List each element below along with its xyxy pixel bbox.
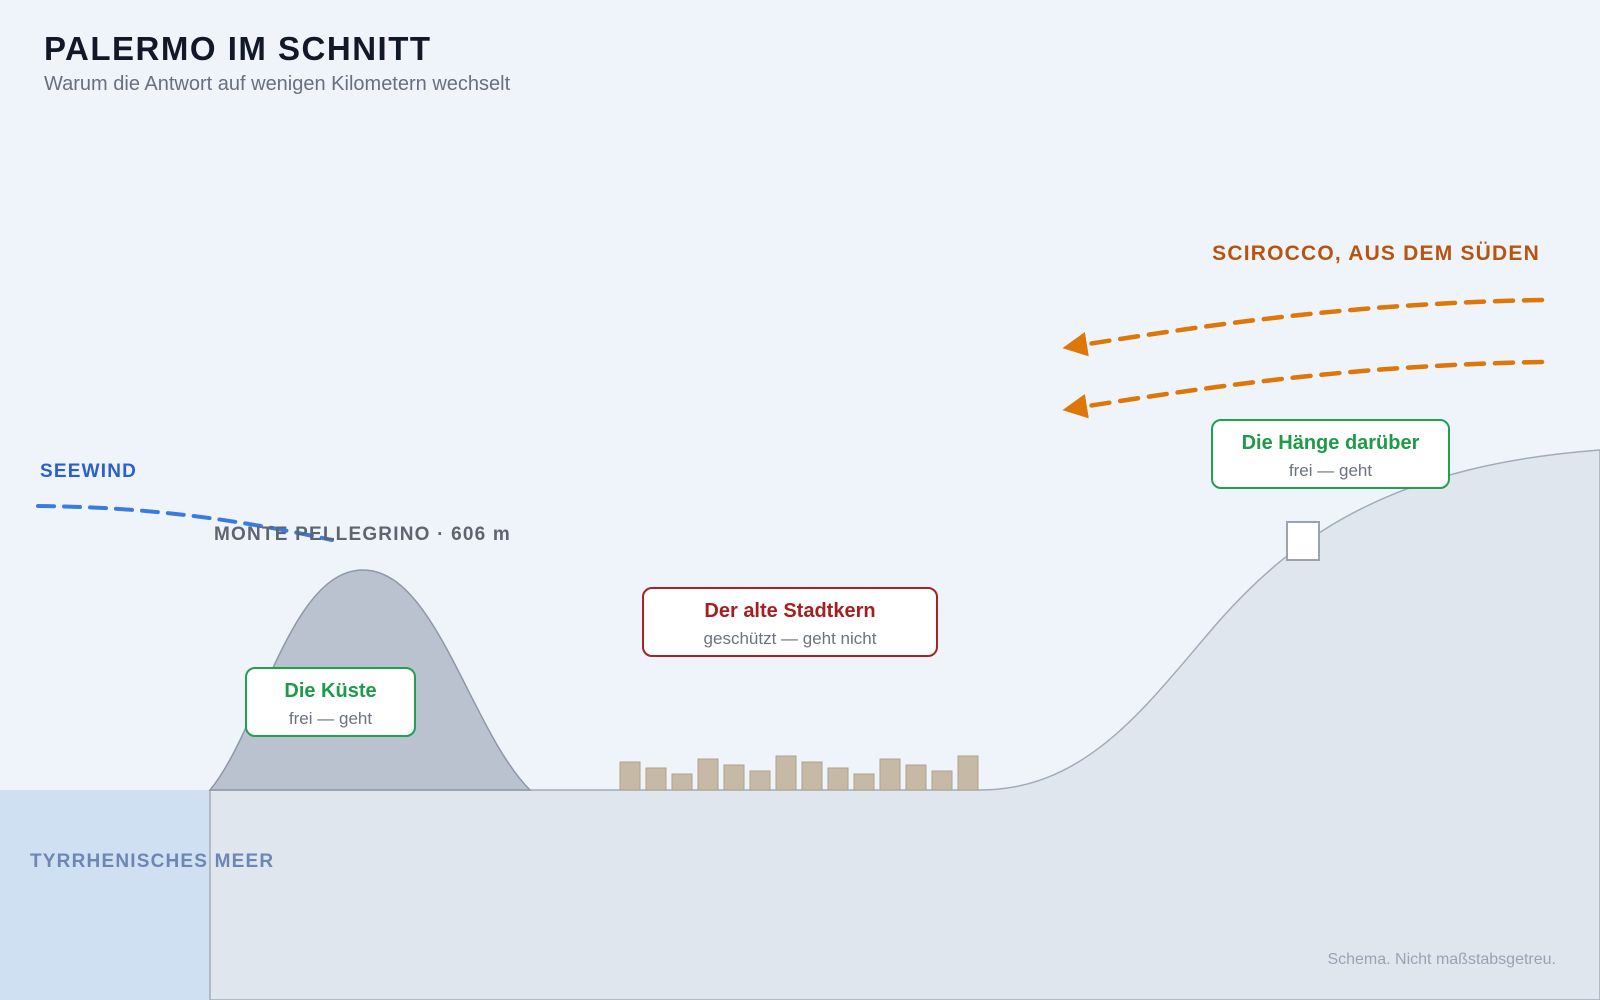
sirocco-arrow-lower xyxy=(1062,359,1545,419)
building xyxy=(749,770,771,791)
building xyxy=(931,770,953,791)
hillside-house xyxy=(1286,521,1320,561)
zone-status: frei — geht xyxy=(1288,461,1373,480)
zone-card-coast: Die Küste frei — geht xyxy=(245,667,416,737)
zone-status: frei — geht xyxy=(288,709,373,728)
sirocco-label: SCIROCCO, AUS DEM SÜDEN xyxy=(1212,242,1540,265)
page-title: PALERMO IM SCHNITT xyxy=(44,30,432,67)
building xyxy=(619,761,641,791)
page-subtitle: Warum die Antwort auf wenigen Kilometern… xyxy=(44,73,511,95)
building xyxy=(801,761,823,791)
building xyxy=(905,764,927,791)
building xyxy=(957,755,979,791)
building xyxy=(645,767,667,791)
zone-status: geschützt — geht nicht xyxy=(703,629,877,648)
building xyxy=(775,755,797,791)
sea-label: TYRRHENISCHES MEER xyxy=(30,851,275,872)
zone-title: Die Küste xyxy=(284,680,377,702)
building xyxy=(723,764,745,791)
footnote: Schema. Nicht maßstabsgetreu. xyxy=(1327,951,1556,968)
mountain-label: MONTE PELLEGRINO · 606 m xyxy=(214,524,511,545)
building xyxy=(671,773,693,791)
building xyxy=(853,773,875,791)
seewind-arrow xyxy=(36,504,334,542)
zone-title: Die Hänge darüber xyxy=(1241,432,1420,454)
building xyxy=(697,758,719,791)
ground-profile xyxy=(209,449,1600,1000)
building xyxy=(827,767,849,791)
old-town-buildings xyxy=(619,755,979,791)
zone-card-old-town: Der alte Stadtkern geschützt — geht nich… xyxy=(642,587,938,657)
sea-area xyxy=(0,790,212,1000)
sirocco-arrow-upper xyxy=(1062,297,1545,357)
zone-title: Der alte Stadtkern xyxy=(704,600,876,622)
zone-card-slopes: Die Hänge darüber frei — geht xyxy=(1211,419,1450,489)
seewind-label: SEEWIND xyxy=(40,461,138,482)
building xyxy=(879,758,901,791)
